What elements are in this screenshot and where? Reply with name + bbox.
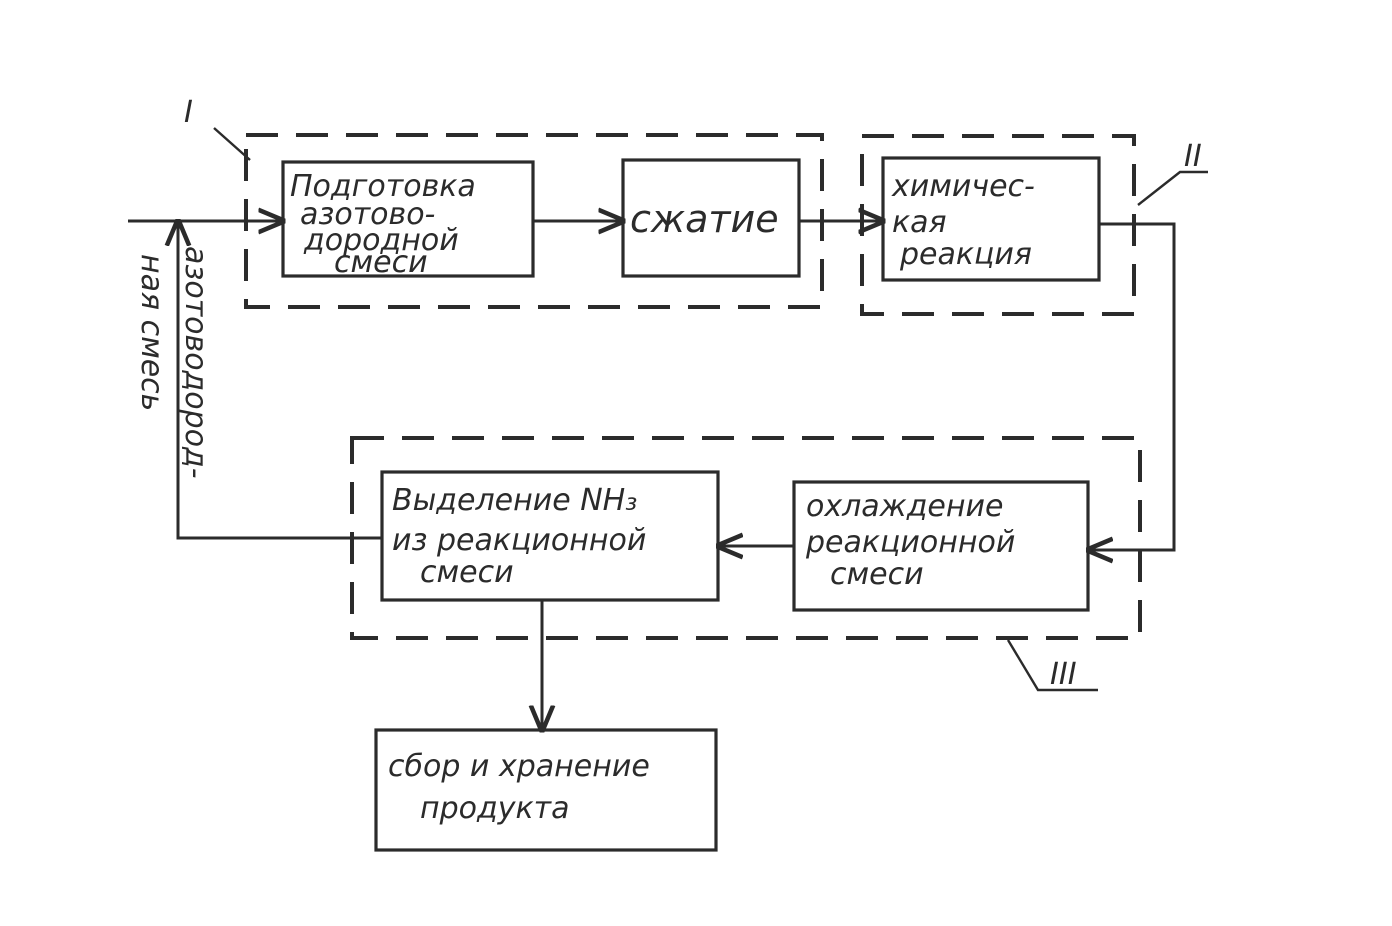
arrow-reaction-to-cooling bbox=[1088, 222, 1176, 550]
group-2-leader bbox=[1137, 170, 1208, 206]
reaction-line-1: химичес- bbox=[891, 169, 1035, 204]
group-1-label: I bbox=[184, 95, 193, 130]
separation-line-1: Выделение NH₃ bbox=[392, 483, 637, 518]
preparation-line-1: Подготовка bbox=[290, 169, 476, 204]
preparation-line-3: дородной bbox=[303, 223, 459, 258]
reaction-line-3: реакция bbox=[899, 237, 1032, 272]
group-1-leader bbox=[213, 127, 251, 161]
side-label-line-2: ная смесь bbox=[134, 254, 169, 411]
side-label-line-1: азотоводород- bbox=[178, 246, 213, 479]
group-2-label: II bbox=[1184, 139, 1202, 174]
separation-line-2: из реакционной bbox=[392, 523, 646, 558]
block-storage bbox=[374, 728, 718, 852]
storage-line-1: сбор и хранение bbox=[388, 749, 650, 784]
recycle-arrow bbox=[178, 221, 382, 540]
group-3-leader bbox=[1006, 639, 1098, 692]
compression-text: сжатие bbox=[630, 197, 779, 241]
preparation-line-4: смеси bbox=[334, 245, 428, 280]
cooling-line-1: охлаждение bbox=[806, 489, 1003, 524]
preparation-line-2: азотово- bbox=[300, 197, 435, 232]
separation-line-3: смеси bbox=[420, 555, 514, 590]
cooling-line-2: реакционной bbox=[805, 525, 1015, 560]
reaction-line-2: кая bbox=[892, 205, 947, 240]
cooling-line-3: смеси bbox=[830, 557, 924, 592]
group-3-label: III bbox=[1050, 657, 1077, 692]
storage-line-2: продукта bbox=[420, 791, 570, 826]
